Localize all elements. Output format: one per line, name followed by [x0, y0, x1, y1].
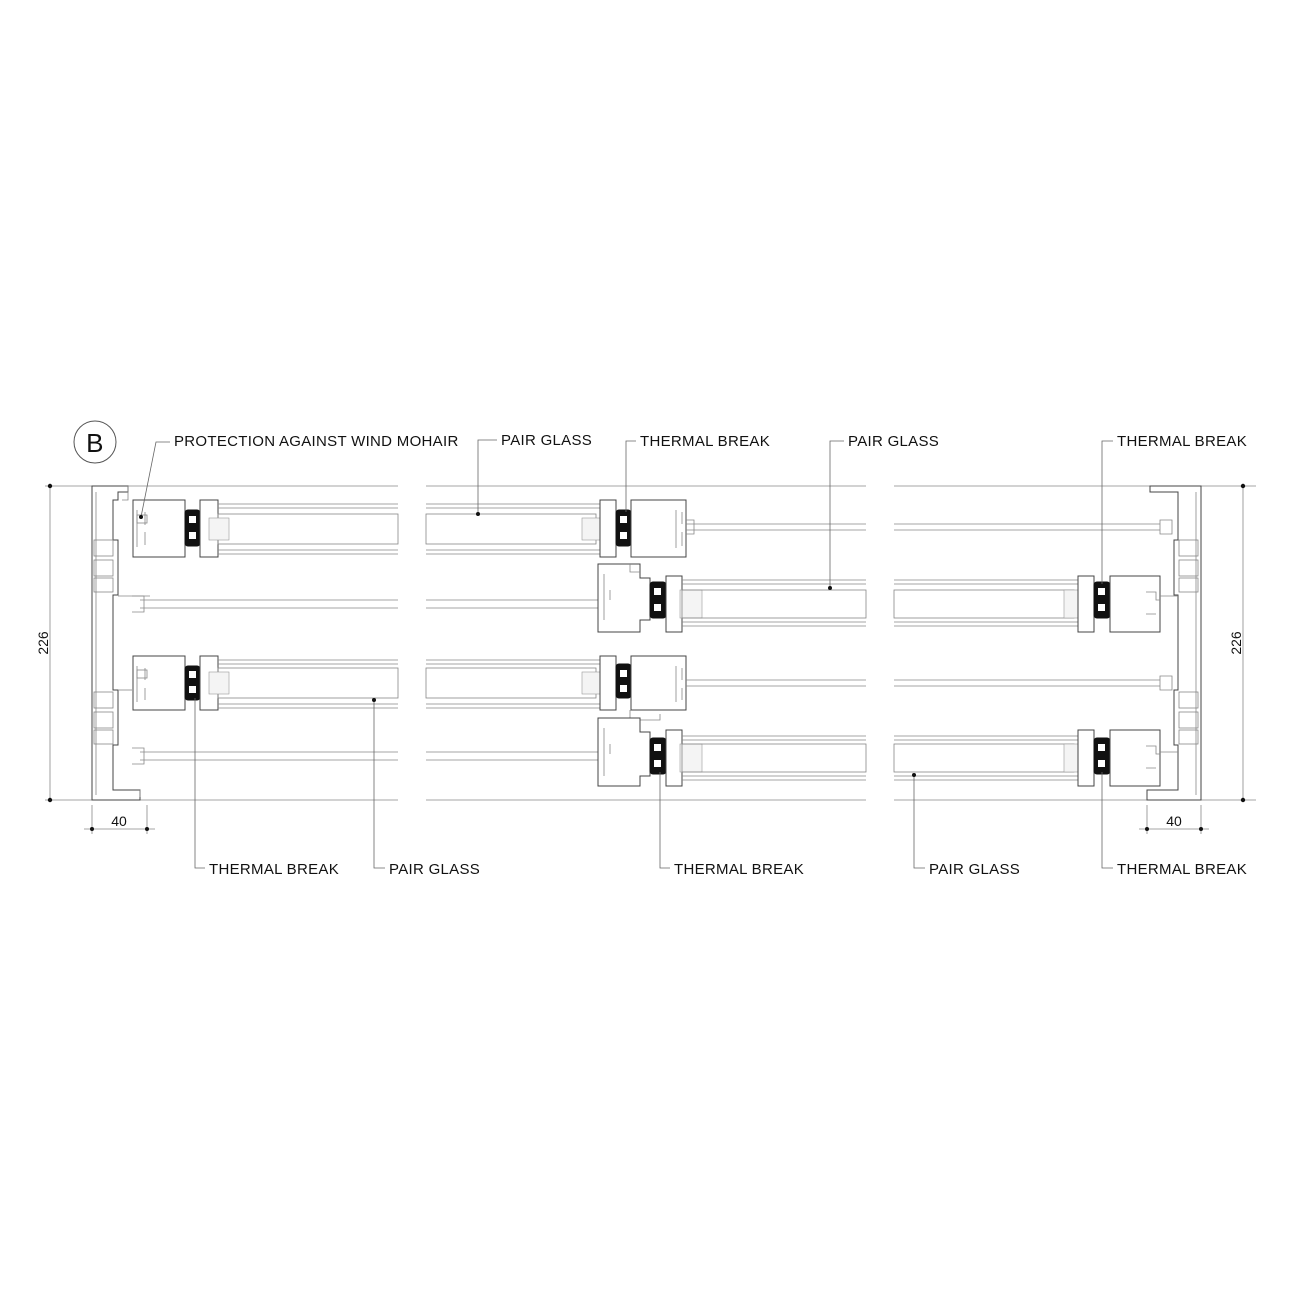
- label-thermal-break-bottom-1: THERMAL BREAK: [209, 861, 339, 878]
- dimension-height-right-value: 226: [1228, 631, 1244, 655]
- callout-pair-glass-top-1: PAIR GLASS: [476, 432, 592, 516]
- right-outer-frame: [1146, 485, 1202, 801]
- thermal-break-gasket-icon: [615, 509, 632, 547]
- right-sash-lower: [1063, 729, 1161, 787]
- dimension-height-left-value: 226: [35, 631, 51, 655]
- left-sash-top: [132, 499, 399, 558]
- callout-thermal-break-top-2: THERMAL BREAK: [1101, 433, 1247, 584]
- label-thermal-break-bottom-2: THERMAL BREAK: [674, 861, 804, 878]
- label-protection-mohair: PROTECTION AGAINST WIND MOHAIR: [174, 433, 459, 450]
- left-sash-bottom: [132, 655, 399, 711]
- callout-thermal-break-bottom-1: THERMAL BREAK: [194, 698, 339, 878]
- thermal-break-gasket-icon: [184, 509, 201, 547]
- right-sash-upper: [1063, 575, 1161, 633]
- callout-pair-glass-top-2: PAIR GLASS: [828, 433, 939, 590]
- callout-thermal-break-top-1: THERMAL BREAK: [625, 433, 770, 512]
- dimension-width-left-value: 40: [111, 813, 127, 829]
- dimension-width-right: 40: [1139, 805, 1209, 834]
- callout-thermal-break-bottom-2: THERMAL BREAK: [659, 772, 804, 878]
- middle-interlock-top: [581, 499, 866, 558]
- left-outer-frame: [91, 485, 150, 801]
- label-pair-glass-bottom-1: PAIR GLASS: [389, 861, 480, 878]
- thermal-break-gasket-icon: [1093, 581, 1111, 619]
- callout-protection-mohair: PROTECTION AGAINST WIND MOHAIR: [139, 433, 459, 519]
- middle-glass-lines: [425, 503, 600, 761]
- dimension-width-left: 40: [84, 805, 155, 834]
- label-thermal-break-top-2: THERMAL BREAK: [1117, 433, 1247, 450]
- middle-interlock-upper-mid: [597, 563, 867, 633]
- callout-thermal-break-bottom-3: THERMAL BREAK: [1101, 772, 1247, 878]
- thermal-break-gasket-icon: [649, 581, 667, 619]
- middle-interlock-bottom: [597, 717, 867, 787]
- dimension-height-left: 226: [35, 483, 53, 803]
- dimension-height-right: 226: [1228, 483, 1246, 803]
- label-pair-glass-bottom-2: PAIR GLASS: [929, 861, 1020, 878]
- callout-pair-glass-bottom-2: PAIR GLASS: [912, 773, 1020, 878]
- detail-marker: B: [73, 420, 117, 464]
- left-track-lines: [132, 595, 398, 765]
- dimension-width-right-value: 40: [1166, 813, 1182, 829]
- label-pair-glass-top-2: PAIR GLASS: [848, 433, 939, 450]
- label-pair-glass-top-1: PAIR GLASS: [501, 432, 592, 449]
- callout-pair-glass-bottom-1: PAIR GLASS: [372, 698, 480, 878]
- middle-interlock-lower: [581, 655, 866, 721]
- thermal-break-gasket-icon: [649, 737, 667, 775]
- thermal-break-gasket-icon: [1093, 737, 1111, 775]
- detail-marker-letter: B: [86, 428, 104, 458]
- thermal-break-gasket-icon: [615, 663, 632, 699]
- label-thermal-break-top-1: THERMAL BREAK: [640, 433, 770, 450]
- thermal-break-gasket-icon: [184, 665, 201, 701]
- label-thermal-break-bottom-3: THERMAL BREAK: [1117, 861, 1247, 878]
